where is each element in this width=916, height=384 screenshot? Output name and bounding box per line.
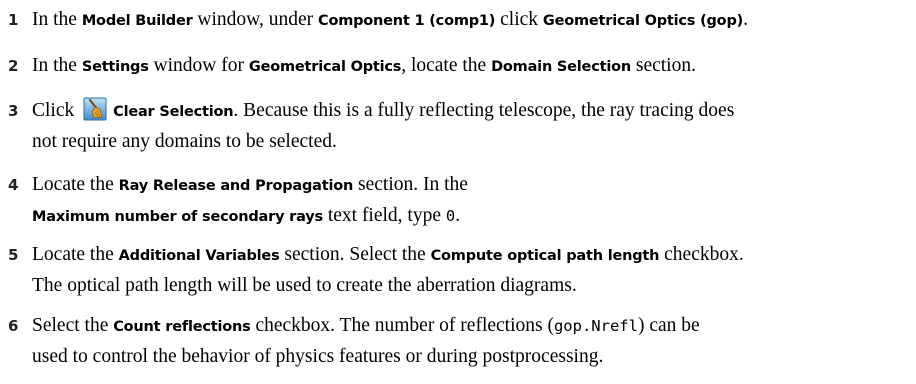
step-text: In the Settings window for Geometrical O… <box>32 51 914 82</box>
text: Select the <box>32 315 114 336</box>
ui-label-compute-optical-path-length: Compute optical path length <box>430 248 660 264</box>
text: In the <box>32 55 82 76</box>
text: click <box>495 9 543 30</box>
text: section. Select the <box>279 244 431 265</box>
text: Click <box>32 100 80 121</box>
step-6: 6 Select the Count reflections checkbox.… <box>8 311 914 372</box>
ui-label-settings: Settings <box>81 59 149 75</box>
step-number: 6 <box>8 317 19 335</box>
step-text: Click Clear Selection. Because this is a… <box>32 96 914 157</box>
step-1: 1 In the Model Builder window, under Com… <box>8 5 914 36</box>
ui-label-max-secondary-rays: Maximum number of secondary rays <box>32 209 323 225</box>
text: checkbox. The number of reflections ( <box>250 315 554 336</box>
step-4: 4 Locate the Ray Release and Propagation… <box>8 170 914 232</box>
step-number: 2 <box>8 57 19 75</box>
text: , locate the <box>401 55 492 76</box>
clear-selection-icon <box>83 97 107 121</box>
code-value: 0 <box>445 207 456 225</box>
text: ) can be <box>637 315 700 336</box>
step-number: 3 <box>8 102 19 120</box>
text: . <box>455 205 461 226</box>
ui-label-count-reflections: Count reflections <box>113 319 251 335</box>
ui-label-component: Component 1 (comp1) <box>318 13 496 29</box>
ui-label-domain-selection: Domain Selection <box>491 59 631 75</box>
text: The optical path length will be used to … <box>32 275 577 296</box>
step-number: 4 <box>8 176 19 194</box>
step-5: 5 Locate the Additional Variables sectio… <box>8 240 914 301</box>
step-text: In the Model Builder window, under Compo… <box>32 5 914 36</box>
step-number: 5 <box>8 246 19 264</box>
text: window for <box>148 55 249 76</box>
text: . <box>743 9 748 30</box>
text: text field, type <box>322 205 446 226</box>
step-text: Locate the Ray Release and Propagation s… <box>32 170 914 232</box>
ui-label-clear-selection: Clear Selection <box>113 104 234 120</box>
step-2: 2 In the Settings window for Geometrical… <box>8 51 914 82</box>
text: checkbox. <box>659 244 744 265</box>
code-value: gop.Nrefl <box>553 317 638 335</box>
ui-label-model-builder: Model Builder <box>81 13 193 29</box>
text: used to control the behavior of physics … <box>32 346 604 367</box>
text: window, under <box>192 9 318 30</box>
ui-label-ray-release: Ray Release and Propagation <box>118 178 354 194</box>
text: section. <box>630 55 696 76</box>
text: . Because this is a fully reflecting tel… <box>233 100 735 121</box>
step-3: 3 Click Clear Selection. Because this is… <box>8 96 914 157</box>
step-number: 1 <box>8 11 19 29</box>
step-text: Select the Count reflections checkbox. T… <box>32 311 914 372</box>
text: In the <box>32 9 82 30</box>
step-text: Locate the Additional Variables section.… <box>32 240 914 301</box>
text: not require any domains to be selected. <box>32 131 337 152</box>
text: Locate the <box>32 244 119 265</box>
ui-label-additional-variables: Additional Variables <box>118 248 280 264</box>
text: Locate the <box>32 174 119 195</box>
ui-label-geometrical-optics: Geometrical Optics <box>248 59 402 75</box>
text: section. In the <box>353 174 468 195</box>
ui-label-geometrical-optics: Geometrical Optics (gop) <box>542 13 744 29</box>
